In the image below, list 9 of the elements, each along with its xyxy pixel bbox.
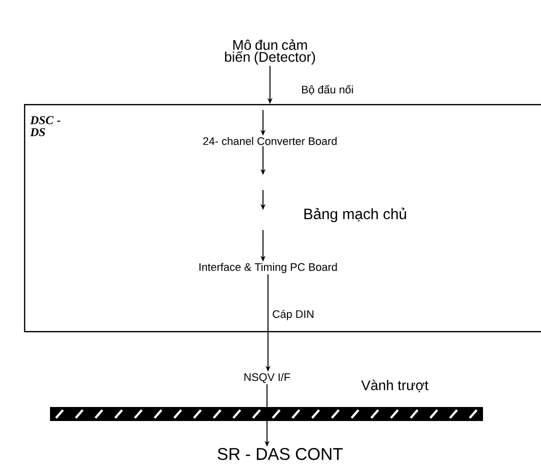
node-text: Mô đun cảm biến (Detector) (225, 39, 315, 65)
edge-label: Cáp DIN (271, 308, 316, 322)
node-text: NSQV I/F (244, 373, 290, 383)
part-label: Vành trượt (361, 380, 428, 392)
edge-label: Bộ đấu nối (300, 84, 355, 96)
node-text: 24- chanel Converter Board (203, 136, 337, 146)
node-text: Interface & Timing PC Board (199, 262, 337, 274)
node-text: SR - DAS CONT (218, 448, 343, 460)
garbled-label: DSC - DS (30, 116, 60, 136)
